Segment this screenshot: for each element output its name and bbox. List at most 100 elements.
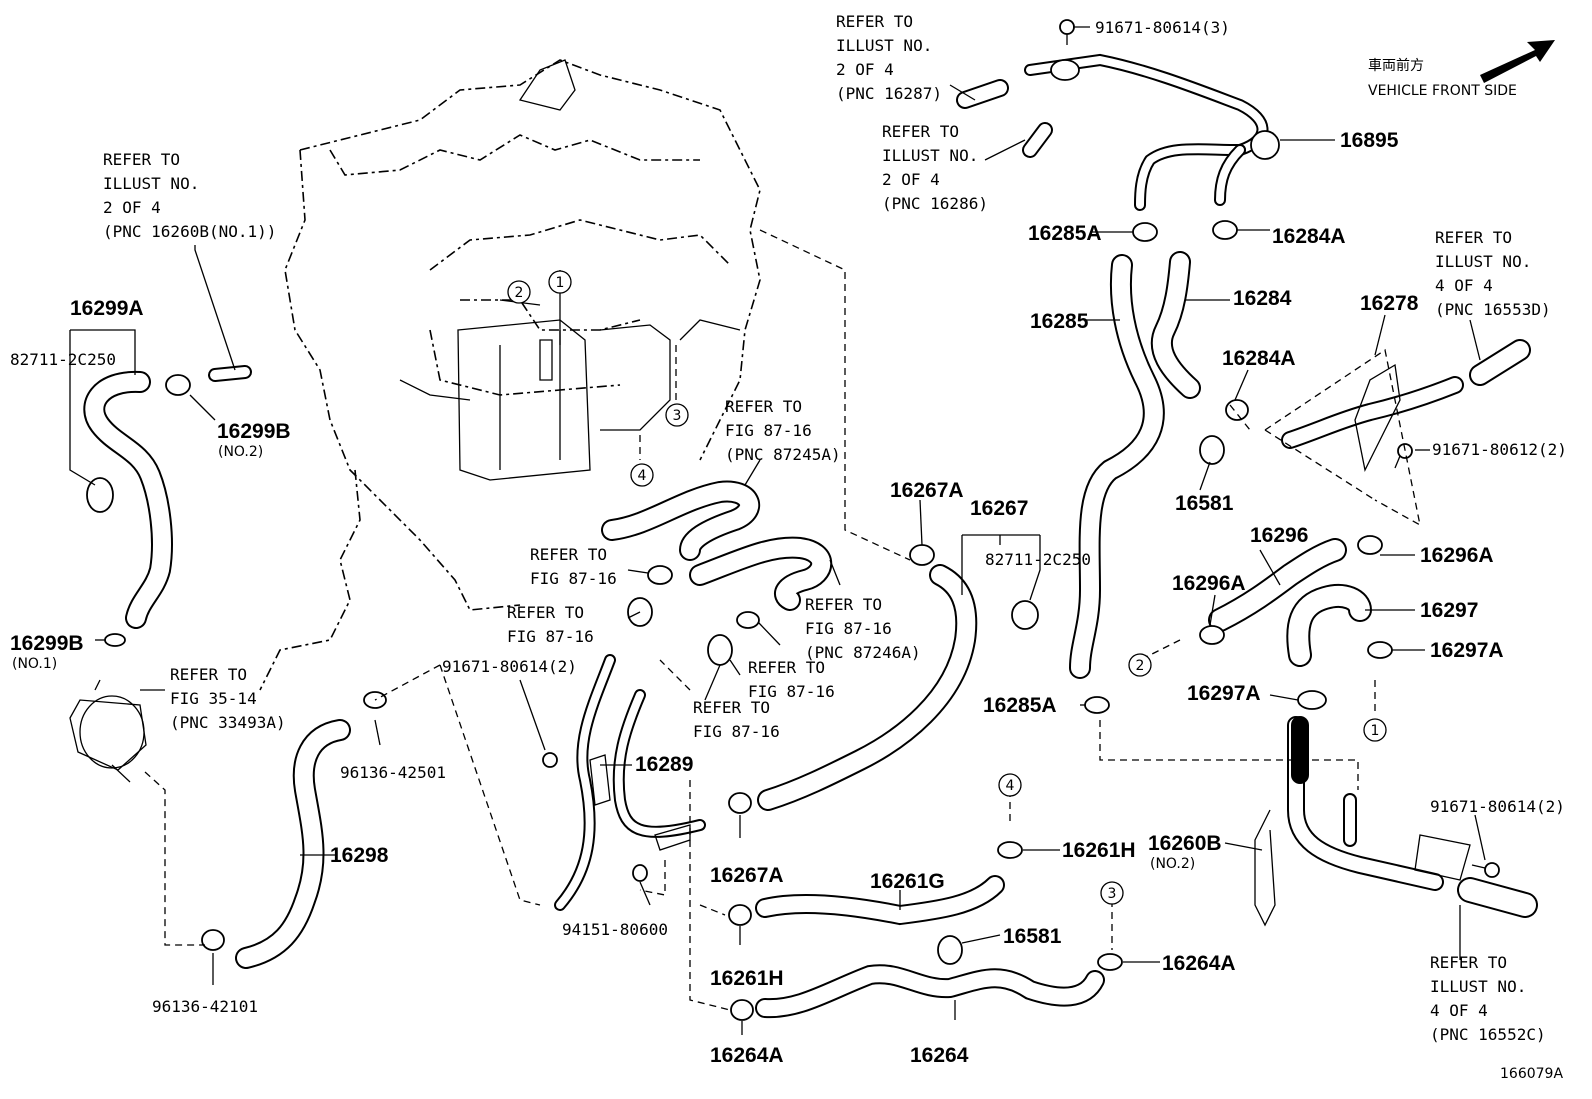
refer-16260B: REFER TO ILLUST NO. 2 OF 4 (PNC 16260B(N… xyxy=(103,150,276,241)
figure-id: 166079A xyxy=(1500,1066,1563,1082)
pipe-16278 xyxy=(1281,376,1464,449)
refer-87246A: REFER TO FIG 87-16 (PNC 87246A) xyxy=(805,595,921,662)
clamp-16299B-no2 xyxy=(165,374,191,396)
engine-callouts: 2 1 3 4 xyxy=(499,270,689,487)
clamps xyxy=(86,59,1393,1021)
refer-fig-c: REFER TO FIG 87-16 xyxy=(748,658,835,701)
bolt-91671-80612-2 xyxy=(1394,443,1413,469)
label-94151-80600: 94151-80600 xyxy=(562,920,668,939)
component-33493A xyxy=(69,679,147,783)
label-16267A-bottom: 16267A xyxy=(710,864,784,887)
clamp-16299B-no1 xyxy=(104,633,126,647)
label-16267A-top: 16267A xyxy=(890,479,964,502)
stub-hoses xyxy=(208,79,1538,918)
pipe-16289 xyxy=(554,654,706,911)
callout-3-bottom: 3 xyxy=(1108,886,1117,902)
clamp-16264A-right xyxy=(1097,953,1123,971)
label-16284A-mid: 16284A xyxy=(1222,347,1296,370)
hose-16296 xyxy=(1208,538,1347,632)
clamp-16267A-top xyxy=(909,544,935,566)
clamp-16581-bottom xyxy=(937,935,963,965)
hose-16285 xyxy=(1069,254,1165,679)
refer-16287: REFER TO ILLUST NO. 2 OF 4 (PNC 16287) xyxy=(836,12,942,103)
hose-16264 xyxy=(755,964,1105,1019)
label-16285A-top: 16285A xyxy=(1028,222,1102,245)
clamp-16285A-top xyxy=(1132,222,1158,242)
bracket-top xyxy=(1050,59,1080,81)
label-16285: 16285 xyxy=(1030,310,1089,333)
label-16289: 16289 xyxy=(635,753,693,776)
hose-87245A xyxy=(601,480,761,561)
label-16299B-no2-sub: (NO.2) xyxy=(218,444,263,460)
callout-3-engine xyxy=(665,403,689,427)
callout-3-engine-text: 3 xyxy=(673,408,682,424)
refer-16553D: REFER TO ILLUST NO. 4 OF 4 (PNC 16553D) xyxy=(1435,228,1551,319)
routing-lines xyxy=(144,229,1421,1011)
label-16296: 16296 xyxy=(1250,524,1308,547)
clamp-96136-42101 xyxy=(201,929,225,951)
refer-fig-b: REFER TO FIG 87-16 xyxy=(507,603,594,646)
label-82711-right: 82711-2C250 xyxy=(985,550,1091,569)
pipe-16895 xyxy=(1024,53,1269,211)
clamp-16581-top xyxy=(1199,435,1225,465)
refer-blocks: REFER TO ILLUST NO. 2 OF 4 (PNC 16260B(N… xyxy=(103,12,1551,1044)
hose-16297 xyxy=(1286,583,1372,667)
label-16264A-right: 16264A xyxy=(1162,952,1236,975)
bolt-91671-80614-2-right xyxy=(1471,862,1500,878)
label-16299B-no2: 16299B xyxy=(217,420,291,443)
clamp-16261H-right xyxy=(997,841,1023,859)
front-label-en: VEHICLE FRONT SIDE xyxy=(1368,83,1517,99)
label-16299A: 16299A xyxy=(70,297,144,320)
label-16264A-bottom: 16264A xyxy=(710,1044,784,1067)
clamp-16296A-left xyxy=(1199,625,1225,645)
nut-94151 xyxy=(632,864,648,882)
label-96136-42501: 96136-42501 xyxy=(340,763,446,782)
label-16267: 16267 xyxy=(970,497,1028,520)
leader-lines xyxy=(69,26,1486,1035)
bolts xyxy=(542,19,1500,878)
hose-16261G xyxy=(755,875,1005,926)
callout-4-engine-text: 4 xyxy=(638,468,647,484)
callout-1-right: 1 xyxy=(1371,723,1380,739)
clamp-16284A-top xyxy=(1212,220,1238,240)
clamp-16895 xyxy=(1250,130,1280,160)
label-16264: 16264 xyxy=(910,1044,969,1067)
clamp-16261H-bottom xyxy=(728,904,752,926)
hose-87246A xyxy=(689,536,833,611)
clamp-fig-c xyxy=(736,611,760,629)
clamp-16297A-right xyxy=(1367,641,1393,659)
label-16296A-right: 16296A xyxy=(1420,544,1494,567)
refer-16552C: REFER TO ILLUST NO. 4 OF 4 (PNC 16552C) xyxy=(1430,953,1546,1044)
clamp-fig-a xyxy=(647,565,673,585)
refer-fig-a: REFER TO FIG 87-16 xyxy=(530,545,617,588)
label-16261H-right: 16261H xyxy=(1062,839,1136,862)
refer-fig-d: REFER TO FIG 87-16 xyxy=(693,698,780,741)
callout-1-engine xyxy=(548,270,572,294)
clamp-16264A-bottom xyxy=(730,999,754,1021)
refer-87245A: REFER TO FIG 87-16 (PNC 87245A) xyxy=(725,397,841,464)
callout-4-engine xyxy=(630,463,654,487)
label-91671-80612-2: 91671-80612(2) xyxy=(1432,440,1567,459)
clamp-16296A-right xyxy=(1357,535,1383,555)
clamp-16284A-mid xyxy=(1225,399,1249,421)
engine-outline xyxy=(259,59,761,691)
label-16895: 16895 xyxy=(1340,129,1399,152)
label-16297A-left: 16297A xyxy=(1187,682,1261,705)
callout-1-engine-text: 1 xyxy=(556,275,565,291)
label-16581-bottom: 16581 xyxy=(1003,925,1062,948)
label-16296A-left: 16296A xyxy=(1172,572,1246,595)
label-91671-80614-2-right: 91671-80614(2) xyxy=(1430,797,1565,816)
label-16297A-right: 16297A xyxy=(1430,639,1504,662)
clamp-16285A-bottom xyxy=(1084,696,1110,714)
front-label-jp: 車両前方 xyxy=(1368,57,1424,74)
label-91671-80614-3: 91671-80614(3) xyxy=(1095,18,1230,37)
clamp-16267A-bottom xyxy=(728,792,752,814)
label-16299B-no1: 16299B xyxy=(10,632,84,655)
bolt-91671-80614-3 xyxy=(1059,19,1075,45)
label-16260B: 16260B xyxy=(1148,832,1222,855)
labels: 車両前方 VEHICLE FRONT SIDE 16299A 82711-2C2… xyxy=(10,18,1567,1082)
label-16284A-top: 16284A xyxy=(1272,225,1346,248)
label-91671-80614-2-left: 91671-80614(2) xyxy=(442,657,577,676)
label-16285A-bottom: 16285A xyxy=(983,694,1057,717)
